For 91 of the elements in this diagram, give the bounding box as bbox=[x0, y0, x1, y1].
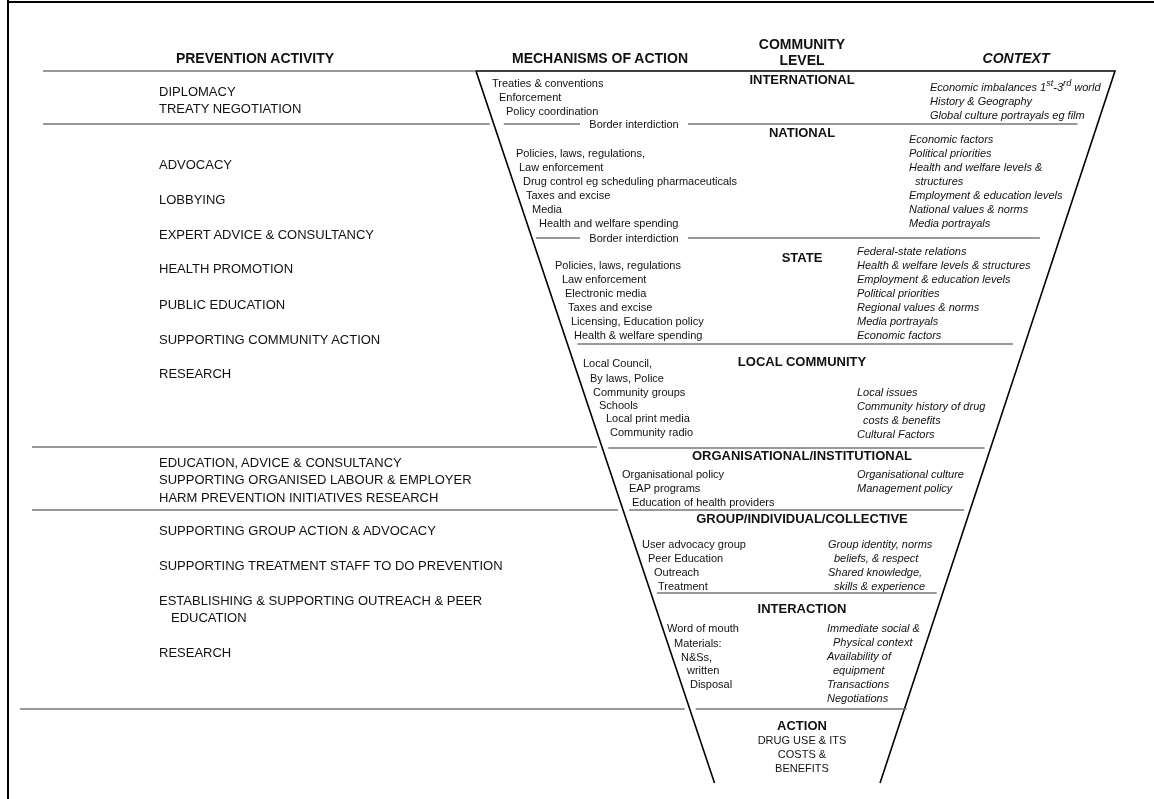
mechanism-text: Law enforcement bbox=[519, 160, 604, 174]
level-heading: ORGANISATIONAL/INSTITUTIONAL bbox=[691, 448, 912, 464]
level-heading: ACTION bbox=[777, 718, 827, 734]
level-heading: LOCAL COMMUNITY bbox=[737, 354, 867, 370]
context-text: Regional values & norms bbox=[857, 300, 980, 314]
mechanism-text: N&Ss, bbox=[681, 650, 713, 664]
context-text: Health & welfare levels & structures bbox=[857, 258, 1031, 272]
context-text: Local issues bbox=[857, 385, 919, 399]
mechanism-text: Law enforcement bbox=[562, 272, 647, 286]
context-text: Employment & education levels bbox=[909, 188, 1064, 202]
context-text: Federal-state relations bbox=[857, 244, 967, 258]
context-text: Management policy bbox=[857, 481, 953, 495]
activity-text: HARM PREVENTION INITIATIVES RESEARCH bbox=[159, 489, 439, 506]
activity-text: SUPPORTING ORGANISED LABOUR & EMPLOYER bbox=[159, 471, 472, 488]
mechanism-text: Policies, laws, regulations bbox=[555, 258, 681, 272]
level-heading: GROUP/INDIVIDUAL/COLLECTIVE bbox=[696, 511, 908, 527]
context-text: Media portrayals bbox=[857, 314, 939, 328]
mechanism-text: Treaties & conventions bbox=[492, 76, 604, 90]
mechanism-text: Health & welfare spending bbox=[574, 328, 703, 342]
activity-text: EXPERT ADVICE & CONSULTANCY bbox=[159, 226, 375, 243]
level-heading: NATIONAL bbox=[768, 125, 836, 141]
context-text: Employment & education levels bbox=[857, 272, 1011, 286]
action-text: DRUG USE & ITS COSTS & BENEFITS bbox=[756, 733, 848, 775]
context-text: Shared knowledge, skills & experience bbox=[828, 565, 927, 593]
context-text: Economic factors bbox=[909, 132, 995, 146]
column-heading: PREVENTION ACTIVITY bbox=[174, 50, 336, 66]
mechanism-text: written bbox=[687, 663, 720, 677]
column-heading: COMMUNITY LEVEL bbox=[757, 36, 847, 68]
mechanism-text: Taxes and excise bbox=[526, 188, 611, 202]
divider-label: Border interdiction bbox=[589, 231, 679, 245]
activity-text: TREATY NEGOTIATION bbox=[159, 100, 302, 117]
mechanism-text: Treatment bbox=[658, 579, 708, 593]
level-heading: INTERACTION bbox=[757, 601, 847, 617]
context-text: Cultural Factors bbox=[857, 427, 936, 441]
context-text: Health and welfare levels & structures bbox=[909, 160, 1044, 188]
context-text: Availability of equipment bbox=[827, 649, 893, 677]
mechanism-text: Policy coordination bbox=[506, 104, 599, 118]
mechanism-text: By laws, Police bbox=[590, 371, 664, 385]
activity-text: LOBBYING bbox=[159, 191, 226, 208]
mechanism-text: Disposal bbox=[690, 677, 733, 691]
activity-text: ADVOCACY bbox=[159, 156, 232, 173]
level-heading: INTERNATIONAL bbox=[749, 72, 855, 88]
activity-text: HEALTH PROMOTION bbox=[159, 260, 294, 277]
mechanism-text: Taxes and excise bbox=[568, 300, 653, 314]
context-text: National values & norms bbox=[909, 202, 1030, 216]
mechanism-text: Word of mouth bbox=[667, 621, 739, 635]
mechanism-text: Electronic media bbox=[565, 286, 647, 300]
mechanism-text: User advocacy group bbox=[642, 537, 746, 551]
activity-text: DIPLOMACY bbox=[159, 83, 236, 100]
context-text: Media portrayals bbox=[909, 216, 992, 230]
mechanism-text: Media bbox=[532, 202, 562, 216]
activity-text: PUBLIC EDUCATION bbox=[159, 296, 286, 313]
mechanism-text: Local Council, bbox=[583, 356, 653, 370]
activity-text: SUPPORTING GROUP ACTION & ADVOCACY bbox=[159, 522, 436, 539]
activity-text: RESEARCH bbox=[159, 365, 232, 382]
mechanism-text: Drug control eg scheduling pharmaceuticals bbox=[523, 174, 737, 188]
mechanism-text: EAP programs bbox=[629, 481, 701, 495]
mechanism-text: Peer Education bbox=[648, 551, 724, 565]
context-text: Immediate social & Physical context bbox=[827, 621, 921, 649]
mechanism-text: Health and welfare spending bbox=[539, 216, 679, 230]
context-text: Organisational culture bbox=[857, 467, 964, 481]
activity-text: RESEARCH bbox=[159, 644, 232, 661]
mechanism-text: Community groups bbox=[593, 385, 686, 399]
context-text: Economic factors bbox=[857, 328, 942, 342]
mechanism-text: Policies, laws, regulations, bbox=[516, 146, 645, 160]
mechanism-text: Organisational policy bbox=[622, 467, 725, 481]
column-heading: CONTEXT bbox=[981, 50, 1052, 66]
activity-text: SUPPORTING COMMUNITY ACTION bbox=[159, 331, 381, 348]
mechanism-text: Schools bbox=[599, 398, 639, 412]
mechanism-text: Enforcement bbox=[499, 90, 562, 104]
column-heading: MECHANISMS OF ACTION bbox=[510, 50, 689, 66]
level-heading: STATE bbox=[781, 250, 823, 266]
context-text: History & Geography bbox=[930, 93, 1034, 108]
context-text: Political priorities bbox=[909, 146, 993, 160]
mechanism-text: Education of health providers bbox=[632, 495, 775, 509]
mechanism-text: Local print media bbox=[606, 411, 690, 425]
context-text: Global culture portrayals eg film bbox=[930, 107, 1086, 122]
activity-text: SUPPORTING TREATMENT STAFF TO DO PREVENTION bbox=[159, 557, 503, 574]
activity-text: ESTABLISHING & SUPPORTING OUTREACH & PEER EDUCATION bbox=[159, 592, 484, 626]
mechanism-text: Materials: bbox=[674, 636, 722, 650]
context-text: Community history of drug costs & benefits bbox=[857, 399, 987, 427]
activity-text: EDUCATION, ADVICE & CONSULTANCY bbox=[159, 454, 402, 471]
divider-label: Border interdiction bbox=[589, 117, 679, 131]
mechanism-text: Outreach bbox=[654, 565, 700, 579]
mechanism-text: Community radio bbox=[610, 425, 694, 439]
mechanism-text: Licensing, Education policy bbox=[571, 314, 704, 328]
context-text: Transactions bbox=[827, 677, 891, 691]
context-text: Group identity, norms beliefs, & respect bbox=[828, 537, 934, 565]
context-text: Political priorities bbox=[857, 286, 940, 300]
context-text: Economic imbalances 1$^{st}$-3$^{rd}$ world bbox=[930, 77, 1102, 94]
context-text: Negotiations bbox=[827, 691, 890, 705]
